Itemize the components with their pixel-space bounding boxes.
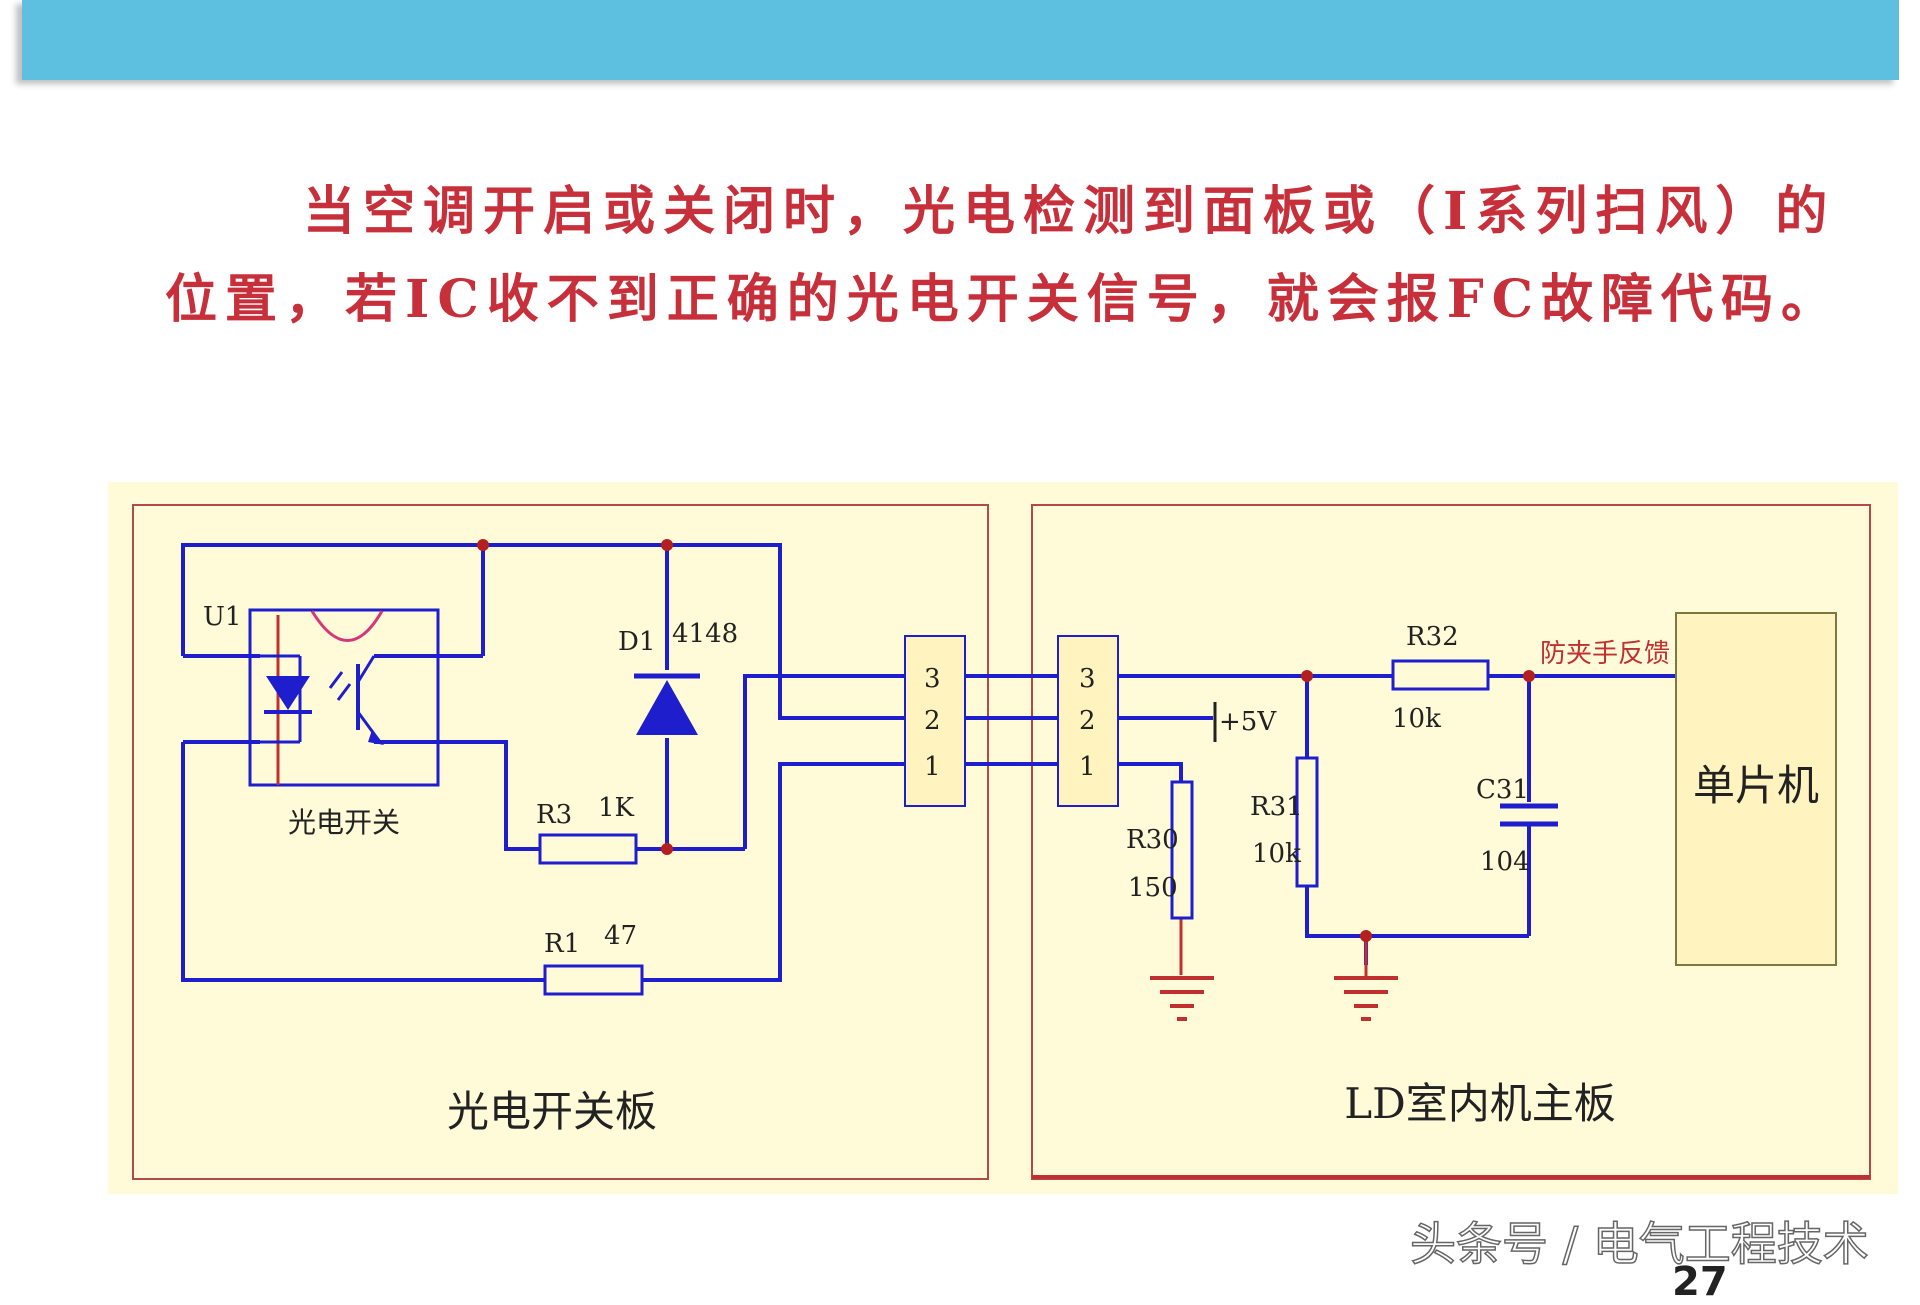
vcc-label: +5V [1219, 707, 1277, 737]
r32-resistor [1391, 659, 1490, 691]
r1-resistor [543, 964, 644, 996]
u1-optocoupler [248, 608, 440, 787]
right-pin-3: 3 [1079, 664, 1096, 694]
header-bar [22, 0, 1899, 80]
left-pin-3: 3 [924, 664, 941, 694]
watermark: 头条号 / 电气工程技术 [1409, 1216, 1869, 1272]
d1-value: 4148 [672, 619, 738, 649]
r30-label: R30 [1126, 825, 1179, 855]
ground-r30 [1150, 976, 1214, 1021]
signal-label: 防夹手反馈 [1540, 639, 1670, 669]
right-board-title: LD室内机主板 [1344, 1079, 1616, 1128]
left-board-wires [181, 543, 905, 982]
c31-capacitor [1500, 803, 1558, 827]
d1-label: D1 [618, 627, 655, 657]
mcu-block [1675, 612, 1837, 966]
r3-value: 1K [598, 793, 635, 823]
left-pin-1: 1 [924, 752, 941, 782]
left-board-frame [132, 504, 989, 1180]
left-junctions [477, 539, 673, 855]
diagram-background [108, 482, 1898, 1194]
r30-resistor [1170, 780, 1194, 920]
left-pin-2: 2 [924, 706, 941, 736]
u1-caption: 光电开关 [288, 806, 400, 839]
left-connector [904, 635, 966, 807]
r31-value: 10k [1252, 839, 1301, 869]
u1-label: U1 [203, 602, 241, 632]
r3-label: R3 [536, 800, 572, 830]
r1-value: 47 [604, 921, 637, 951]
right-junctions [1301, 670, 1535, 942]
r30-value: 150 [1128, 873, 1178, 903]
d1-diode [634, 673, 700, 735]
ground-r31 [1334, 976, 1398, 1021]
r32-label: R32 [1406, 622, 1459, 652]
right-pin-2: 2 [1079, 706, 1096, 736]
cable [965, 674, 1058, 766]
page-number: 27 [1672, 1259, 1728, 1305]
r3-resistor [538, 833, 638, 865]
right-board-wires [1118, 674, 1676, 965]
r32-value: 10k [1392, 704, 1441, 734]
right-pin-1: 1 [1079, 752, 1096, 782]
right-connector [1057, 635, 1119, 807]
mcu-label: 单片机 [1693, 761, 1819, 810]
circuit-diagram: U1 光电开关 D1 4148 R3 1K R1 47 3 2 1 3 2 1 … [108, 482, 1898, 1194]
left-board-title: 光电开关板 [447, 1087, 657, 1136]
c31-value: 104 [1480, 847, 1530, 877]
c31-label: C31 [1476, 775, 1529, 805]
r31-resistor [1295, 756, 1319, 888]
r1-label: R1 [544, 929, 580, 959]
r31-label: R31 [1250, 792, 1303, 822]
slide-description: 当空调开启或关闭时，光电检测到面板或（I系列扫风）的位置，若IC收不到正确的光电… [165, 181, 1842, 330]
